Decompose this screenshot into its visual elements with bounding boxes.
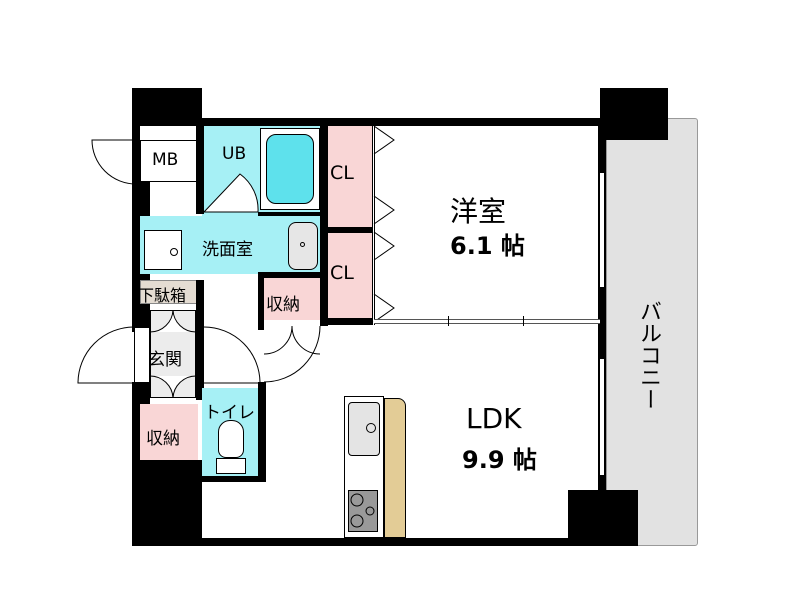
wall-ub-left (196, 126, 204, 214)
wall-entrance-right (196, 280, 204, 400)
mb-door-swing-icon (91, 139, 137, 185)
wall-storage-left (258, 278, 264, 330)
meter-box-label: MB (152, 150, 179, 170)
storage-hall (264, 278, 320, 320)
wall-right (598, 118, 606, 538)
toilet-bowl-icon (218, 420, 244, 458)
meter-box (140, 140, 202, 182)
storage-hall-label: 収納 (266, 295, 300, 315)
storage-hall-doors-icon (263, 325, 321, 383)
sink-drain (366, 423, 376, 433)
western-room-name: 洋室 (450, 195, 507, 228)
toilet-label: トイレ (204, 403, 255, 423)
closet-bottom-label: CL (330, 262, 354, 284)
closet-bottom (328, 233, 372, 325)
wall-bottom (132, 538, 638, 546)
unit-bath-label: UB (222, 144, 247, 164)
wall-left-upper (132, 118, 140, 182)
wall-pillar-top-right (600, 88, 668, 140)
western-room-size: 6.1 帖 (450, 232, 525, 260)
storage-entrance-label: 収納 (146, 429, 180, 449)
wall-closet-bottom (320, 318, 374, 325)
closet-top-label: CL (330, 162, 354, 184)
wall-top (132, 118, 602, 126)
window-western-room (599, 172, 605, 288)
wall-pillar-bottom-left (132, 460, 202, 546)
shoe-box-label: 下駄箱 (138, 286, 187, 305)
storage-entrance (140, 404, 198, 460)
entrance-doors-icon (149, 309, 197, 399)
closet-door-line (372, 126, 375, 325)
washroom-label: 洗面室 (202, 240, 253, 260)
ub-door-swing-icon (202, 173, 259, 213)
balcony-label: バルコニー (636, 300, 661, 410)
wall-ub-bottom (258, 212, 324, 218)
wall-toilet-bottom (200, 476, 266, 482)
wall-closet-left (320, 126, 328, 326)
balcony (606, 118, 698, 546)
bathtub-basin (266, 134, 314, 204)
closet-folding-doors-icon (373, 125, 395, 323)
washing-machine-drain (170, 248, 178, 256)
front-door-frame (134, 327, 150, 383)
kitchen-bar-counter (384, 398, 406, 538)
wall-toilet-right (258, 382, 266, 482)
wash-basin-drain (300, 242, 305, 247)
wall-closet-divider (320, 227, 374, 233)
toilet-tank-icon (216, 458, 246, 474)
window-ldk (599, 358, 605, 476)
closet-top (328, 126, 372, 230)
front-door-swing-icon (77, 326, 135, 384)
stove-burners-icon (350, 493, 375, 528)
entrance-label: 玄関 (148, 350, 182, 370)
wall-washroom-bottom-right (258, 272, 326, 278)
sliding-partition (374, 319, 600, 324)
hall-door-swing-icon (203, 326, 261, 384)
ldk-name: LDK (466, 402, 522, 435)
partition-tick-1 (448, 316, 449, 326)
ldk-size: 9.9 帖 (462, 446, 537, 474)
partition-tick-2 (523, 316, 524, 326)
